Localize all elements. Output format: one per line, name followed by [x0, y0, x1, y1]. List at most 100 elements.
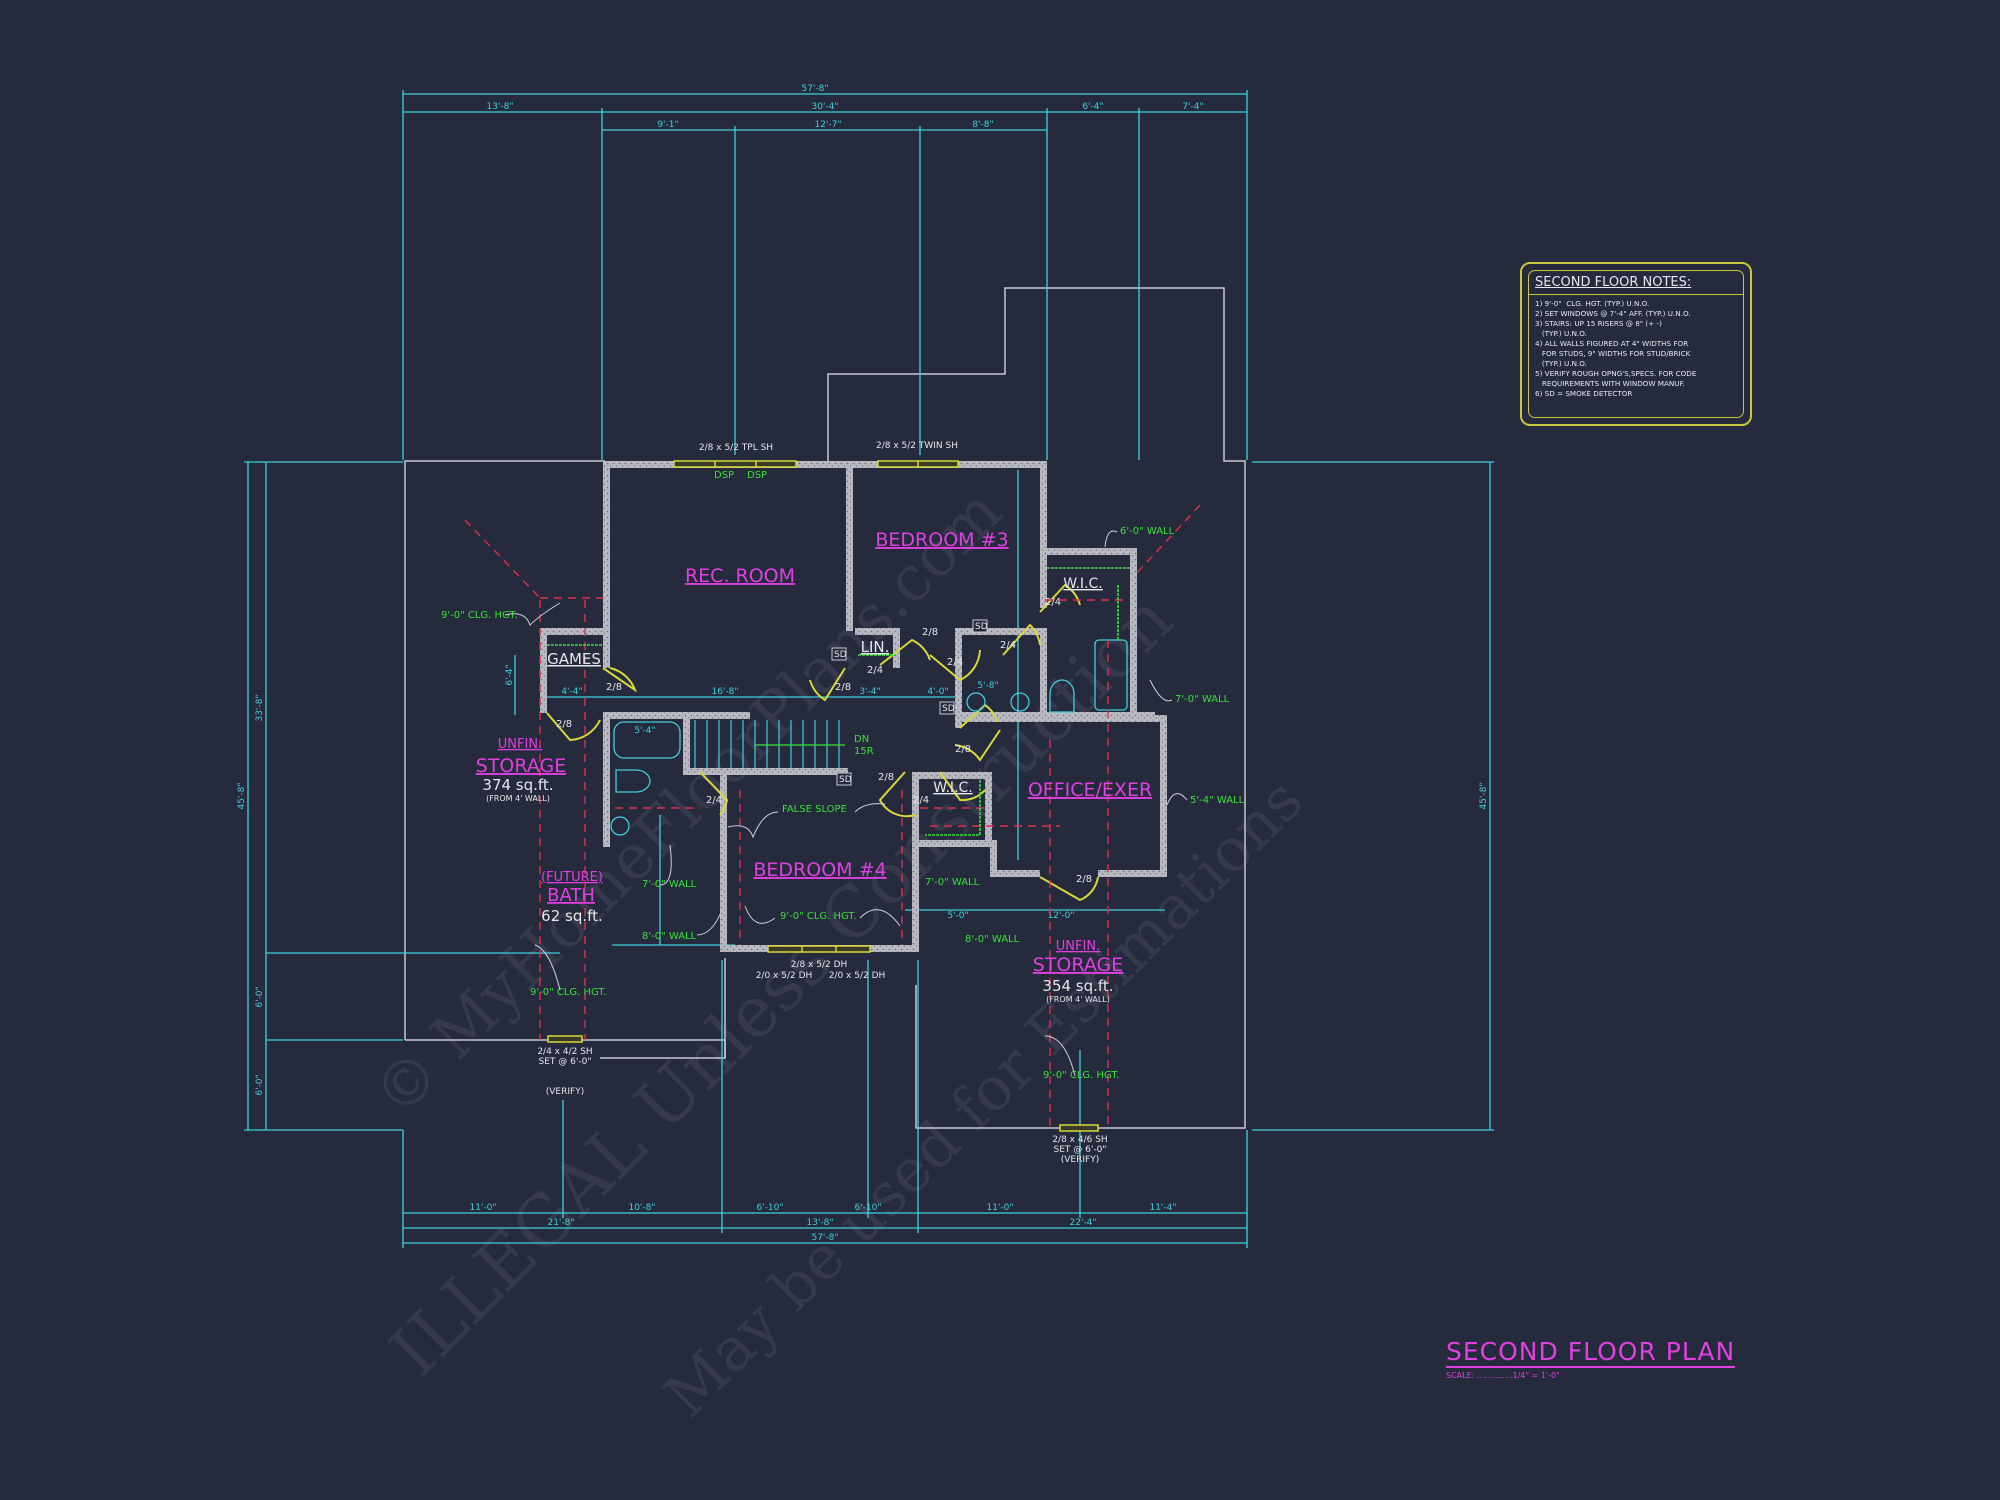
svg-text:5'-4" WALL: 5'-4" WALL	[1190, 795, 1245, 806]
svg-text:9'-0" CLG. HGT.: 9'-0" CLG. HGT.	[441, 610, 518, 621]
svg-text:45'-8": 45'-8"	[1479, 782, 1489, 809]
svg-text:9'-0" CLG. HGT.: 9'-0" CLG. HGT.	[780, 911, 857, 922]
svg-text:2/8 x 5/2 TPL SH: 2/8 x 5/2 TPL SH	[699, 443, 773, 453]
svg-text:2/8: 2/8	[1076, 874, 1092, 885]
svg-text:4'-4": 4'-4"	[561, 687, 582, 697]
svg-text:2/8 x 5/2 DH: 2/8 x 5/2 DH	[791, 960, 848, 970]
svg-text:SD: SD	[975, 622, 988, 632]
svg-text:8'-0" WALL: 8'-0" WALL	[965, 934, 1020, 945]
dimension-lines	[244, 90, 1494, 1248]
svg-text:2/4: 2/4	[867, 665, 883, 676]
second-floor-notes-box: SECOND FLOOR NOTES: 1) 9'-0" CLG. HGT. (…	[1520, 262, 1752, 426]
doors	[546, 583, 1099, 902]
notes-inner-frame: SECOND FLOOR NOTES: 1) 9'-0" CLG. HGT. (…	[1528, 270, 1744, 418]
room-labels: REC. ROOM BEDROOM #3 BEDROOM #4 OFFICE/E…	[476, 529, 1152, 1004]
smoke-detectors: SD SD SD SD	[831, 619, 988, 786]
room-linen: LIN.	[861, 638, 890, 656]
stair-direction: DN	[854, 734, 869, 745]
svg-text:3'-4": 3'-4"	[859, 687, 880, 697]
svg-text:7'-0" WALL: 7'-0" WALL	[642, 879, 697, 890]
svg-text:DSP: DSP	[747, 470, 767, 481]
svg-text:45'-8": 45'-8"	[237, 782, 247, 809]
note-item: (TYP.) U.N.O.	[1535, 329, 1587, 338]
plan-scale: SCALE: ..............1/4" = 1'-0"	[1446, 1371, 1560, 1380]
svg-text:UNFIN.: UNFIN.	[498, 737, 542, 752]
svg-text:9'-0" CLG. HGT.: 9'-0" CLG. HGT.	[1043, 1070, 1120, 1081]
svg-text:2/8: 2/8	[955, 744, 971, 755]
room-future-bath: BATH	[547, 885, 595, 906]
note-item: (TYP.) U.N.O.	[1535, 359, 1587, 368]
svg-text:SD: SD	[942, 704, 955, 714]
svg-text:SET @ 6'-0": SET @ 6'-0"	[539, 1057, 592, 1067]
plan-title: SECOND FLOOR PLAN	[1446, 1337, 1736, 1368]
room-wic-2: W.I.C.	[933, 780, 973, 796]
svg-text:2/4: 2/4	[706, 795, 722, 806]
svg-text:57'-8": 57'-8"	[811, 1233, 838, 1243]
svg-text:2/4: 2/4	[947, 657, 963, 668]
svg-text:16'-8": 16'-8"	[711, 687, 738, 697]
svg-text:5'-8": 5'-8"	[977, 681, 998, 691]
closet-shelves	[547, 567, 1130, 836]
svg-text:2/8: 2/8	[878, 772, 894, 783]
svg-text:6'-10": 6'-10"	[854, 1203, 881, 1213]
room-wic-1: W.I.C.	[1063, 576, 1103, 592]
note-item: 6) SD = SMOKE DETECTOR	[1535, 389, 1633, 398]
svg-text:4'-0": 4'-0"	[927, 687, 948, 697]
svg-text:7'-4": 7'-4"	[1182, 102, 1203, 112]
window-labels: 2/8 x 5/2 TPL SH 2/8 x 5/2 TWIN SH DSP D…	[537, 441, 1107, 1165]
svg-text:33'-8": 33'-8"	[255, 694, 265, 721]
room-office: OFFICE/EXER	[1028, 779, 1152, 801]
svg-text:2/8 x 5/2 TWIN SH: 2/8 x 5/2 TWIN SH	[876, 441, 958, 451]
svg-text:2/0 x 5/2 DH: 2/0 x 5/2 DH	[756, 971, 813, 981]
svg-text:11'-4": 11'-4"	[1149, 1203, 1176, 1213]
svg-text:DSP: DSP	[714, 470, 734, 481]
svg-text:2/8: 2/8	[556, 719, 572, 730]
svg-text:11'-0": 11'-0"	[469, 1203, 496, 1213]
svg-text:354 sq.ft.: 354 sq.ft.	[1042, 977, 1113, 995]
svg-text:(FUTURE): (FUTURE)	[541, 870, 603, 885]
svg-text:374 sq.ft.: 374 sq.ft.	[482, 776, 553, 794]
svg-text:6'-10": 6'-10"	[756, 1203, 783, 1213]
windows	[547, 460, 1099, 1132]
room-storage-right: STORAGE	[1033, 954, 1123, 976]
ceiling-wall-annotations: 9'-0" CLG. HGT. 6'-0" WALL 7'-0" WALL 5'…	[441, 526, 1245, 1081]
note-item: REQUIREMENTS WITH WINDOW MANUF.	[1535, 379, 1685, 388]
svg-text:2/8: 2/8	[922, 627, 938, 638]
note-item: 2) SET WINDOWS @ 7'-4" AFF. (TYP.) U.N.O…	[1535, 309, 1691, 318]
svg-text:62 sq.ft.: 62 sq.ft.	[541, 907, 603, 925]
svg-text:30'-4": 30'-4"	[811, 102, 838, 112]
svg-text:5'-0": 5'-0"	[947, 911, 968, 921]
svg-text:21'-8": 21'-8"	[547, 1218, 574, 1228]
notes-title: SECOND FLOOR NOTES:	[1529, 275, 1743, 295]
svg-text:11'-0": 11'-0"	[986, 1203, 1013, 1213]
room-storage-left: STORAGE	[476, 755, 566, 777]
svg-text:2/4: 2/4	[1045, 597, 1061, 608]
svg-text:7'-0" WALL: 7'-0" WALL	[1175, 694, 1230, 705]
svg-text:SD: SD	[834, 650, 847, 660]
svg-text:(FROM 4' WALL): (FROM 4' WALL)	[486, 794, 550, 803]
svg-text:10'-8": 10'-8"	[628, 1203, 655, 1213]
svg-text:8'-0" WALL: 8'-0" WALL	[642, 931, 697, 942]
room-bedroom-4: BEDROOM #4	[753, 859, 886, 881]
note-item: FOR STUDS, 9" WIDTHS FOR STUD/BRICK	[1535, 349, 1691, 358]
svg-text:7'-0" WALL: 7'-0" WALL	[925, 877, 980, 888]
svg-text:22'-4": 22'-4"	[1069, 1218, 1096, 1228]
svg-text:2/4: 2/4	[1000, 640, 1016, 651]
hidden-lines	[464, 504, 1201, 1128]
svg-text:2/0 x 5/2 DH: 2/0 x 5/2 DH	[829, 971, 886, 981]
dimension-labels: 57'-8" 13'-8" 30'-4" 6'-4" 7'-4" 9'-1" 1…	[237, 84, 1489, 1243]
svg-text:(FROM 4' WALL): (FROM 4' WALL)	[1046, 995, 1110, 1004]
svg-text:2/4: 2/4	[913, 795, 929, 806]
svg-text:6'-4": 6'-4"	[505, 664, 515, 685]
svg-text:8'-8": 8'-8"	[972, 120, 993, 130]
stair-risers: 15R	[854, 746, 874, 757]
svg-text:May be used for Estimations: May be used for Estimations	[651, 765, 1316, 1430]
svg-text:6'-4": 6'-4"	[1082, 102, 1103, 112]
svg-text:SD: SD	[839, 775, 852, 785]
note-item: 4) ALL WALLS FIGURED AT 4" WIDTHS FOR	[1535, 339, 1689, 348]
svg-text:12'-0": 12'-0"	[1047, 911, 1074, 921]
note-item: 5) VERIFY ROUGH OPNG'S,SPECS. FOR CODE	[1535, 369, 1697, 378]
svg-text:6'-0" WALL: 6'-0" WALL	[1120, 526, 1175, 537]
svg-text:13'-8": 13'-8"	[486, 102, 513, 112]
